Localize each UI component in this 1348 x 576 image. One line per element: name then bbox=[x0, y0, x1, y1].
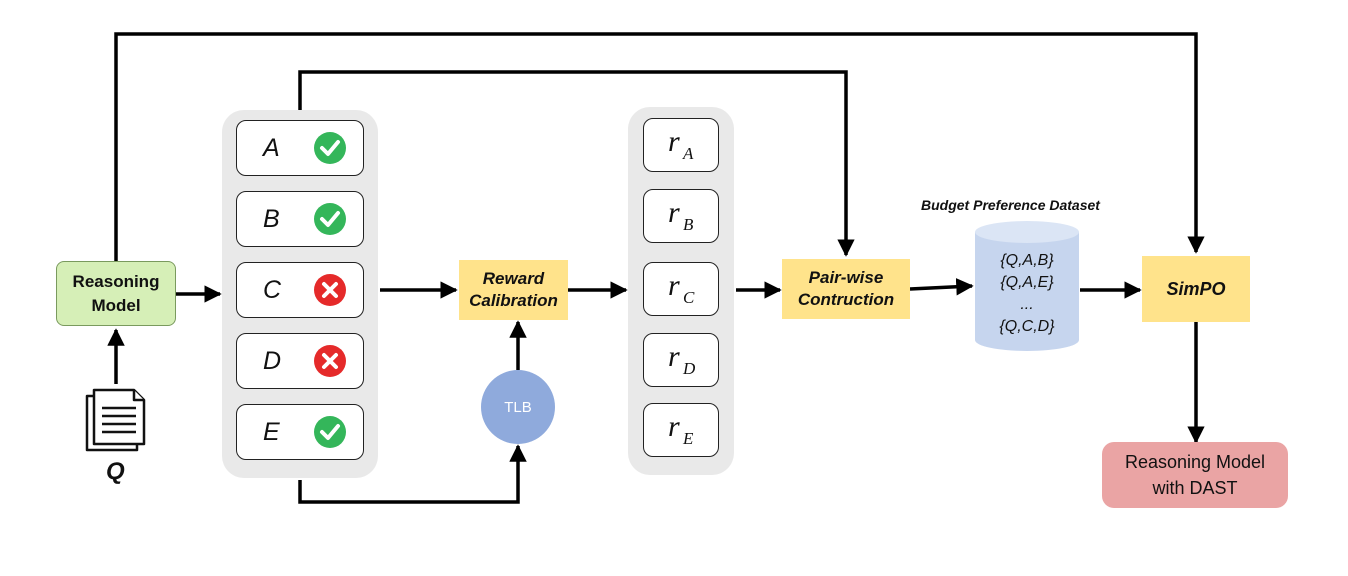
reward-subscript: D bbox=[683, 359, 696, 378]
document-icon bbox=[85, 388, 146, 452]
dataset-item: ... bbox=[1020, 296, 1034, 313]
reasoning-model-box: Reasoning Model bbox=[56, 261, 176, 326]
candidate-label: D bbox=[263, 346, 282, 375]
candidate-label: A bbox=[263, 133, 280, 162]
candidate-label: B bbox=[263, 204, 280, 233]
check-icon bbox=[314, 132, 346, 164]
reward-calibration-box: Reward Calibration bbox=[459, 260, 568, 320]
reward-symbol: r bbox=[668, 196, 680, 229]
reward-symbol: r bbox=[668, 340, 680, 373]
arrow-candidates-to-pairwise bbox=[298, 70, 855, 257]
output-model-box: Reasoning Model with DAST bbox=[1102, 442, 1288, 508]
dataset-title: Budget Preference Dataset bbox=[921, 197, 1100, 213]
dataset-item: {Q,C,D} bbox=[999, 318, 1055, 335]
candidate-e: E bbox=[236, 404, 364, 460]
candidate-label: C bbox=[263, 275, 282, 304]
reward-subscript: A bbox=[683, 144, 694, 163]
reward-symbol: r bbox=[668, 410, 680, 443]
candidate-b: B bbox=[236, 191, 364, 247]
reward-symbol: r bbox=[668, 269, 680, 302]
check-icon bbox=[314, 203, 346, 235]
tlb-node: TLB bbox=[481, 370, 555, 444]
reward-subscript: C bbox=[683, 288, 695, 307]
reward-subscript: E bbox=[683, 429, 694, 448]
database-cylinder-icon bbox=[975, 221, 1079, 351]
dataset-item: {Q,A,B} bbox=[1000, 252, 1054, 269]
reward-symbol: r bbox=[668, 125, 680, 158]
dataset-item: {Q,A,E} bbox=[1000, 274, 1054, 291]
arrow-model-to-simpo bbox=[114, 32, 1205, 262]
simpo-box: SimPO bbox=[1142, 256, 1250, 322]
query-label: Q bbox=[106, 458, 125, 485]
pairwise-construction-box: Pair-wise Contruction bbox=[782, 259, 910, 319]
candidate-label: E bbox=[263, 417, 280, 446]
candidate-d: D bbox=[236, 333, 364, 389]
check-icon bbox=[314, 416, 346, 448]
candidate-a: A bbox=[236, 120, 364, 176]
arrow-pairwise-to-dataset bbox=[909, 278, 974, 296]
reward-subscript: B bbox=[683, 215, 694, 234]
arrow-candidates-to-tlb bbox=[298, 444, 527, 504]
candidate-c: C bbox=[236, 262, 364, 318]
cross-icon bbox=[314, 345, 346, 377]
cross-icon bbox=[314, 274, 346, 306]
